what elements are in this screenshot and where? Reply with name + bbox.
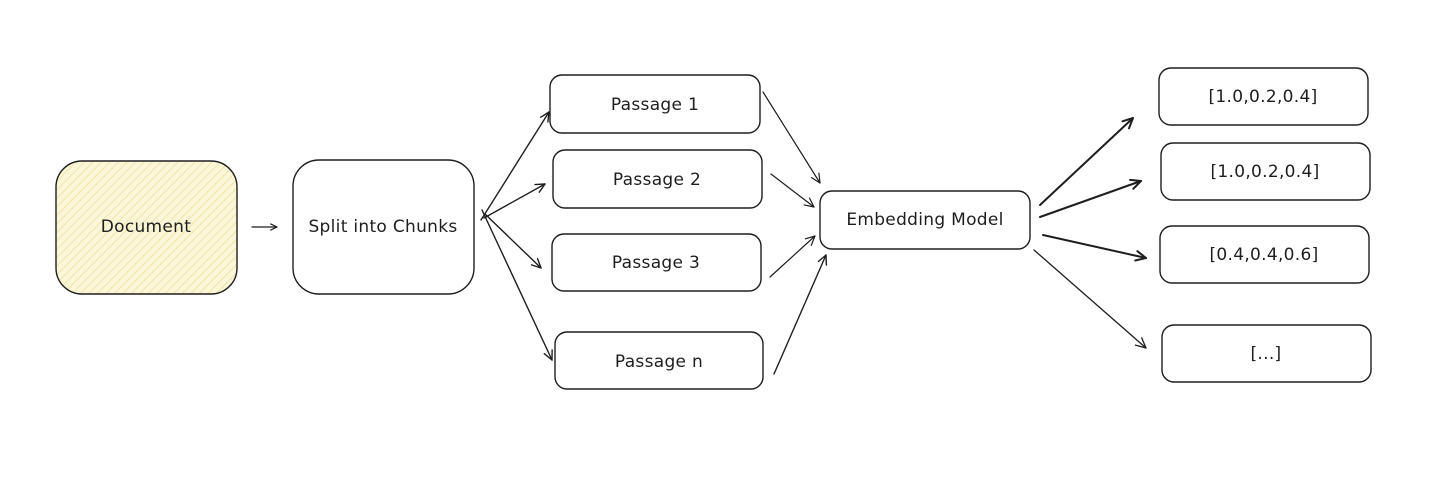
arrow-model-to-vector-1 — [1039, 117, 1134, 206]
split-label: Split into Chunks — [308, 217, 457, 237]
embedding-model-node: Embedding Model — [819, 190, 1031, 250]
arrow-document-to-split — [251, 223, 278, 231]
arrow-model-to-vector-3 — [1042, 234, 1147, 262]
passage-node-n: Passage n — [554, 331, 764, 390]
vector-node-3: [0.4,0.4,0.6] — [1159, 225, 1370, 284]
arrow-split-to-passage-3 — [484, 213, 542, 269]
vector-node-4: [...] — [1161, 324, 1372, 383]
passage-node-1: Passage 1 — [549, 74, 761, 134]
arrow-passage-n-to-model — [773, 254, 828, 375]
vector-label-4: [...] — [1251, 344, 1282, 364]
vector-node-1: [1.0,0.2,0.4] — [1158, 67, 1369, 126]
arrows-layer — [251, 91, 1147, 375]
arrow-model-to-vector-2 — [1039, 178, 1142, 218]
passage-label-2: Passage 2 — [613, 170, 701, 190]
passage-node-2: Passage 2 — [552, 149, 763, 209]
passage-node-3: Passage 3 — [551, 233, 762, 292]
arrow-passage-1-to-model — [762, 91, 821, 184]
arrow-split-to-passage-1 — [480, 111, 550, 221]
arrow-split-to-passage-2 — [483, 183, 546, 219]
passage-label-1: Passage 1 — [611, 95, 699, 115]
split-node: Split into Chunks — [292, 159, 475, 295]
embedding-model-label: Embedding Model — [846, 210, 1003, 230]
passage-label-n: Passage n — [615, 352, 703, 372]
document-node: Document — [55, 160, 238, 295]
document-label: Document — [101, 217, 192, 237]
arrow-split-to-passage-n — [481, 209, 553, 361]
vector-label-2: [1.0,0.2,0.4] — [1210, 162, 1319, 182]
arrow-passage-3-to-model — [769, 235, 816, 278]
arrow-model-to-vector-4 — [1033, 249, 1147, 349]
passage-label-3: Passage 3 — [612, 253, 700, 273]
vector-node-2: [1.0,0.2,0.4] — [1160, 142, 1371, 201]
vector-label-1: [1.0,0.2,0.4] — [1208, 87, 1317, 107]
arrow-passage-2-to-model — [770, 173, 815, 208]
vector-label-3: [0.4,0.4,0.6] — [1209, 245, 1318, 265]
